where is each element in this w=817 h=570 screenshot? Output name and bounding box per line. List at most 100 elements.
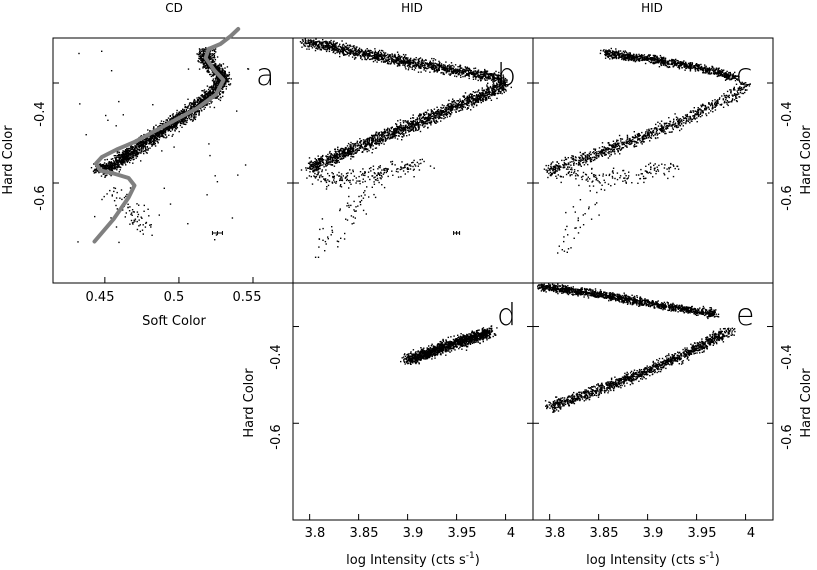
data-point [182,111,185,113]
data-point [418,126,421,128]
data-point [484,94,486,97]
data-point [315,161,317,163]
data-point [343,157,345,159]
data-point [479,74,481,77]
data-point [485,72,487,74]
data-point [429,116,432,118]
data-point [208,95,210,97]
data-point [301,46,303,48]
data-point [201,96,203,98]
data-point [173,146,175,148]
data-point [118,161,121,163]
data-point [115,157,117,159]
data-point [481,77,483,80]
data-point [227,78,229,80]
data-point [113,162,116,165]
data-point [379,139,381,141]
data-point [374,59,376,62]
data-point [405,68,407,70]
data-point [401,127,403,130]
data-point [412,114,414,116]
data-point [489,78,491,80]
data-point [171,125,173,128]
data-point [134,154,137,156]
data-point [142,147,144,149]
data-point [387,57,390,59]
data-point [204,97,206,99]
data-point [147,147,149,150]
data-point [327,43,330,45]
data-point [116,191,118,194]
data-point [219,93,221,95]
data-point [364,141,366,143]
data-point [147,140,150,142]
data-point [140,145,142,148]
data-point [429,71,431,73]
data-point [133,151,136,153]
data-point [435,116,437,118]
data-point [451,111,453,114]
data-point [384,57,386,59]
data-point [486,72,488,74]
data-point [424,117,426,119]
data-point [422,119,424,122]
data-point [172,117,175,119]
data-point [392,59,395,61]
data-point [152,104,154,106]
data-point [122,161,125,164]
data-point [448,64,450,66]
data-point [126,149,129,151]
data-point [497,74,500,76]
data-point [222,91,224,93]
data-point [127,160,129,162]
data-point [331,49,333,51]
data-point [121,153,123,156]
data-point [502,82,505,85]
data-point [459,65,461,68]
data-point [443,73,445,76]
data-point [472,78,475,80]
data-point [194,105,197,107]
data-point [344,54,346,56]
data-point [114,165,116,167]
data-point [141,229,144,231]
data-point [400,56,402,59]
data-point [466,67,468,70]
data-point [411,66,413,69]
data-point [353,153,355,155]
data-point [367,53,369,55]
data-point [191,102,193,105]
data-point [138,142,141,145]
data-point [169,118,172,120]
data-point [215,79,217,81]
data-point [445,68,447,70]
data-point [132,155,134,157]
data-point [317,45,319,47]
data-point [149,141,151,144]
data-point [462,75,464,78]
data-point [200,59,202,62]
data-point [155,136,158,138]
data-point [109,189,111,192]
data-point [215,65,218,67]
data-point [148,139,151,141]
data-point [214,175,216,177]
data-point [139,141,141,143]
data-point [141,141,143,144]
data-point [119,154,121,156]
data-point [498,78,500,81]
data-point [363,50,365,53]
data-point [397,59,399,62]
data-point [203,48,205,51]
data-point [352,45,355,48]
data-point [338,48,341,50]
data-point [201,101,203,104]
data-point [228,77,230,80]
data-point [465,70,467,72]
data-point [334,49,336,52]
data-point [377,52,379,54]
data-point [178,120,180,122]
data-point [417,61,419,63]
data-point [379,137,381,139]
data-point [195,116,197,118]
